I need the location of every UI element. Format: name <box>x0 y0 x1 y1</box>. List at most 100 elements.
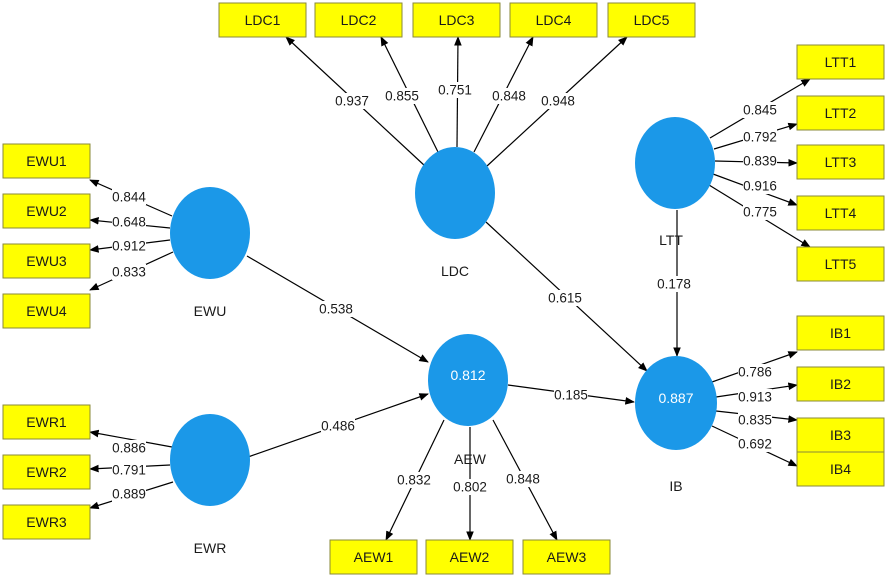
indicator-label: EWR1 <box>26 414 67 430</box>
indicator-box <box>607 2 696 38</box>
indicator-box <box>2 404 91 440</box>
loading-ltt1-bg <box>743 102 777 118</box>
indicator-label: LDC5 <box>634 12 670 28</box>
indicator-ib2[interactable]: IB2 <box>796 366 885 402</box>
indicator-box <box>796 44 885 80</box>
loading-ewu1-bg <box>112 189 146 205</box>
indicator-ib1[interactable]: IB1 <box>796 315 885 351</box>
construct-ewu[interactable]: EWU <box>170 187 250 319</box>
loading-ldc1: 0.937 <box>335 94 369 109</box>
loading-ltt4: 0.916 <box>743 179 777 194</box>
indicator-ltt5[interactable]: LTT5 <box>796 246 885 282</box>
loading-ltt5-bg <box>743 204 777 220</box>
indicator-label: EWU2 <box>26 203 67 219</box>
loading-ib3-bg <box>738 412 772 428</box>
loading-ewr3: 0.889 <box>112 487 146 502</box>
indicator-ltt1[interactable]: LTT1 <box>796 44 885 80</box>
indicator-box <box>796 366 885 402</box>
loading-ewr3-bg <box>112 486 146 502</box>
loading-ldc4: 0.848 <box>492 89 526 104</box>
indicator-ib3[interactable]: IB3 <box>796 417 885 453</box>
loading-ib2-bg <box>738 389 772 405</box>
loading-ldc3: 0.751 <box>438 83 472 98</box>
construct-ewr[interactable]: EWR <box>170 414 250 556</box>
indicator-ewu4[interactable]: EWU4 <box>2 293 91 329</box>
loading-ewu4: 0.833 <box>112 265 146 280</box>
loading-ldc5-bg <box>541 93 575 109</box>
indicator-label: AEW2 <box>450 549 490 565</box>
indicator-ewu2[interactable]: EWU2 <box>2 193 91 229</box>
indicator-box <box>314 2 403 38</box>
indicator-box <box>412 2 501 38</box>
loading-ib1: 0.786 <box>738 365 772 380</box>
indicator-ewu3[interactable]: EWU3 <box>2 243 91 279</box>
indicator-aew3[interactable]: AEW3 <box>522 539 611 575</box>
loading-ib2: 0.913 <box>738 390 772 405</box>
construct-node <box>635 117 715 209</box>
loading-ewu3: 0.912 <box>112 239 146 254</box>
indicator-label: LTT3 <box>825 154 857 170</box>
loading-ewr2-bg <box>112 462 146 478</box>
indicator-ldc2[interactable]: LDC2 <box>314 2 403 38</box>
path-coef-ldc-ib-bg <box>548 290 582 306</box>
indicator-label: AEW3 <box>547 549 587 565</box>
path-coef-ewu-aew-bg <box>319 301 353 317</box>
path-coef-aew-ib: 0.185 <box>554 388 588 403</box>
loading-ldc3-bg <box>438 82 472 98</box>
indicator-box <box>2 293 91 329</box>
loading-edge-ewr1 <box>89 429 173 448</box>
loading-ltt1: 0.845 <box>743 103 777 118</box>
indicator-ltt4[interactable]: LTT4 <box>796 195 885 231</box>
construct-node <box>170 414 250 506</box>
indicator-box <box>2 243 91 279</box>
construct-ldc[interactable]: LDC <box>415 147 495 279</box>
indicator-box <box>796 451 885 487</box>
indicator-ewr2[interactable]: EWR2 <box>2 454 91 490</box>
indicator-label: IB2 <box>830 376 851 392</box>
indicator-box <box>796 144 885 180</box>
loading-ltt5: 0.775 <box>743 205 777 220</box>
r-squared-value: 0.812 <box>450 367 485 383</box>
indicator-ldc3[interactable]: LDC3 <box>412 2 501 38</box>
loading-ewu1: 0.844 <box>112 190 146 205</box>
indicator-box <box>509 2 598 38</box>
loading-aew2: 0.802 <box>453 480 487 495</box>
loading-ewu2: 0.648 <box>112 215 146 230</box>
indicator-label: LDC2 <box>341 12 377 28</box>
loading-aew2-bg <box>453 479 487 495</box>
indicator-ldc5[interactable]: LDC5 <box>607 2 696 38</box>
construct-node <box>170 187 250 279</box>
indicator-aew2[interactable]: AEW2 <box>425 539 514 575</box>
indicator-ldc1[interactable]: LDC1 <box>218 2 307 38</box>
indicator-ltt2[interactable]: LTT2 <box>796 95 885 131</box>
indicator-box <box>796 417 885 453</box>
loading-ldc5: 0.948 <box>541 94 575 109</box>
indicator-ewr1[interactable]: EWR1 <box>2 404 91 440</box>
indicator-box <box>796 95 885 131</box>
indicator-box <box>796 315 885 351</box>
loading-ldc2-bg <box>385 88 419 104</box>
construct-label: IB <box>669 478 682 494</box>
construct-ltt[interactable]: LTT <box>635 117 715 248</box>
indicator-box <box>2 193 91 229</box>
indicator-box <box>2 504 91 540</box>
indicator-aew1[interactable]: AEW1 <box>329 539 418 575</box>
indicator-label: EWR2 <box>26 464 67 480</box>
loading-aew1-bg <box>397 472 431 488</box>
loading-ltt3-bg <box>743 153 777 169</box>
indicator-ewr3[interactable]: EWR3 <box>2 504 91 540</box>
indicator-box <box>2 143 91 179</box>
path-coef-ltt-ib: 0.178 <box>657 277 691 292</box>
indicator-ib4[interactable]: IB4 <box>796 451 885 487</box>
indicator-ldc4[interactable]: LDC4 <box>509 2 598 38</box>
indicator-ltt3[interactable]: LTT3 <box>796 144 885 180</box>
indicator-ewu1[interactable]: EWU1 <box>2 143 91 179</box>
indicator-label: EWU1 <box>26 153 67 169</box>
indicator-label: EWR3 <box>26 514 67 530</box>
construct-node <box>428 334 508 426</box>
indicator-label: IB1 <box>830 325 851 341</box>
